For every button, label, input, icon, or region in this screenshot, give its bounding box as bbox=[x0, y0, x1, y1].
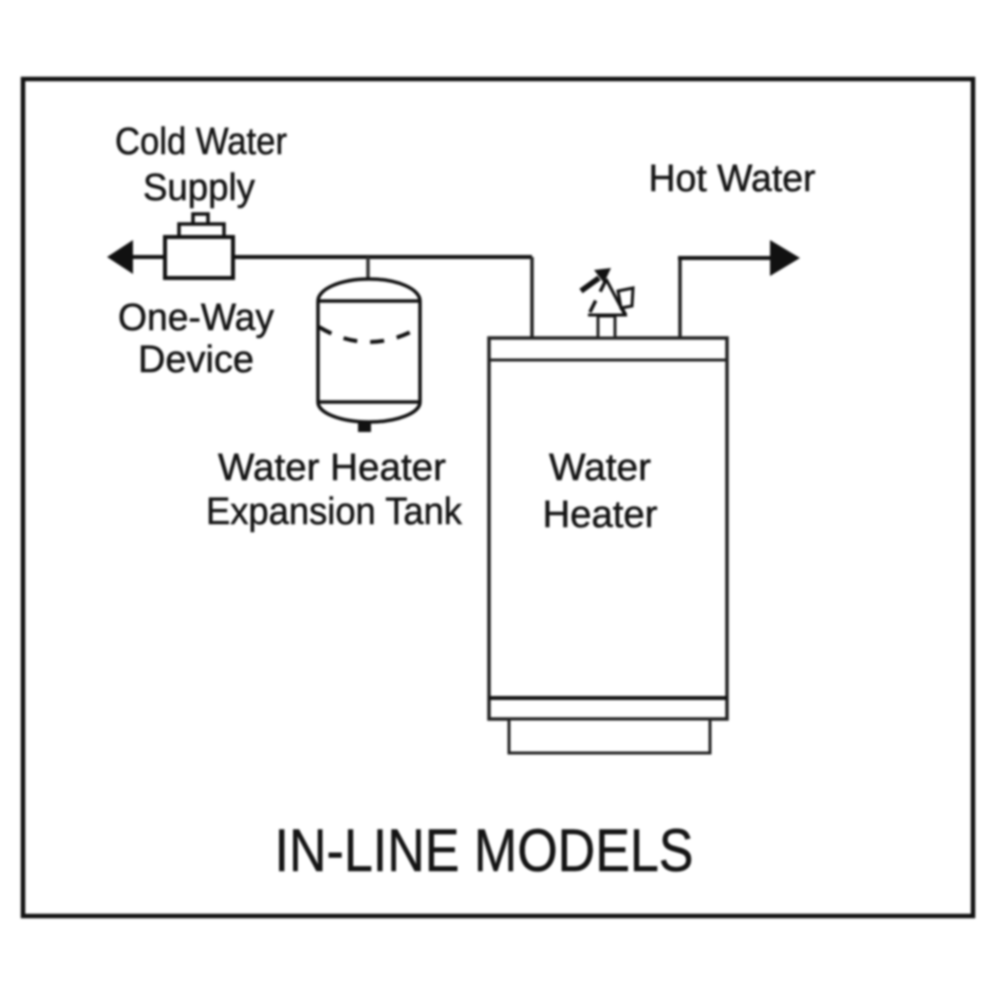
svg-text:Hot Water: Hot Water bbox=[649, 158, 816, 200]
svg-text:Water: Water bbox=[549, 447, 651, 489]
svg-text:Cold Water: Cold Water bbox=[115, 121, 287, 163]
svg-text:Expansion Tank: Expansion Tank bbox=[206, 491, 463, 533]
svg-text:IN-LINE MODELS: IN-LINE MODELS bbox=[275, 817, 694, 884]
svg-text:One-Way: One-Way bbox=[118, 297, 274, 339]
svg-text:Water Heater: Water Heater bbox=[218, 447, 446, 489]
svg-text:Device: Device bbox=[138, 339, 254, 381]
svg-text:Heater: Heater bbox=[543, 494, 658, 536]
svg-text:Supply: Supply bbox=[143, 167, 255, 209]
